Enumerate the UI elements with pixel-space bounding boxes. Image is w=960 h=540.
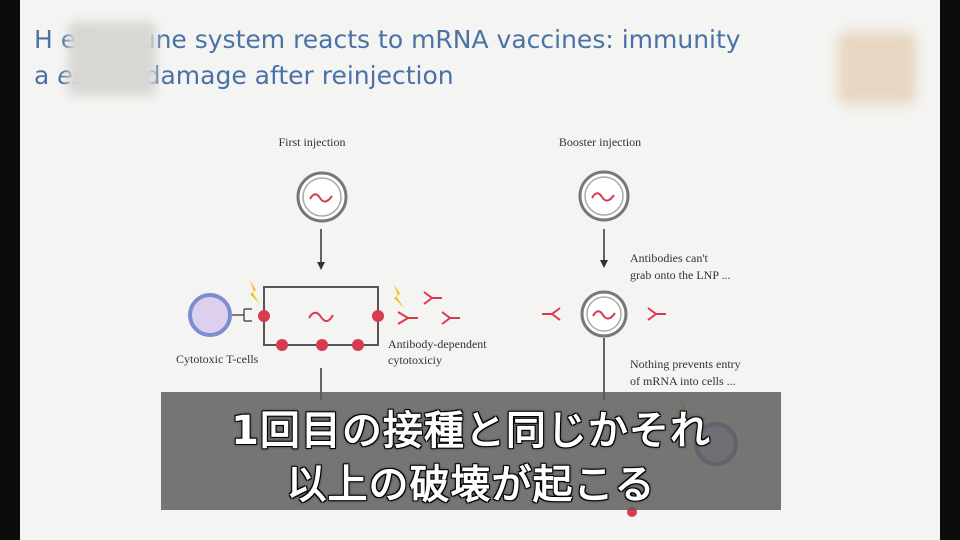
lnp-icon-booster xyxy=(578,170,630,222)
subtitle-line-2: 以上の破壊が起こる xyxy=(286,462,656,508)
antibodies-label-line1: Antibodies can't xyxy=(630,251,708,265)
blurred-logo xyxy=(838,32,916,104)
first-injection-label: First injection xyxy=(279,135,346,149)
blurred-title-region xyxy=(68,22,156,96)
antibodies-label-line2: grab onto the LNP ... xyxy=(630,268,731,282)
subtitle-line-1: 1回目の接種と同じかそれ xyxy=(231,408,711,454)
lightning-icon xyxy=(250,280,260,304)
arrow-down-first xyxy=(317,229,325,270)
title-line-2-prefix: a xyxy=(34,61,50,90)
adcc-label-line1: Antibody-dependent xyxy=(388,337,487,351)
lightning-icon xyxy=(394,284,404,308)
antigen-dot xyxy=(352,339,364,351)
arrow-down-booster xyxy=(600,229,608,268)
nothing-prevents-label-line2: of mRNA into cells ... xyxy=(630,374,736,388)
subtitle-background xyxy=(161,392,781,510)
t-cell-icon xyxy=(188,293,252,337)
antigen-dot xyxy=(258,310,270,322)
antigen-dot xyxy=(372,310,384,322)
mrna-icon xyxy=(308,311,334,322)
nothing-prevents-label-line1: Nothing prevents entry xyxy=(630,357,741,371)
antibody-icons-booster xyxy=(542,307,666,321)
booster-injection-label: Booster injection xyxy=(559,135,641,149)
antigen-dot xyxy=(316,339,328,351)
lnp-icon-first xyxy=(296,171,348,223)
antigen-dot xyxy=(276,339,288,351)
cytotoxic-t-cells-label: Cytotoxic T-cells xyxy=(176,352,259,366)
lnp-icon-booster-blocked xyxy=(580,290,628,338)
adcc-label-line2: cytotoxiciy xyxy=(388,353,442,367)
antibody-icons xyxy=(397,291,460,325)
